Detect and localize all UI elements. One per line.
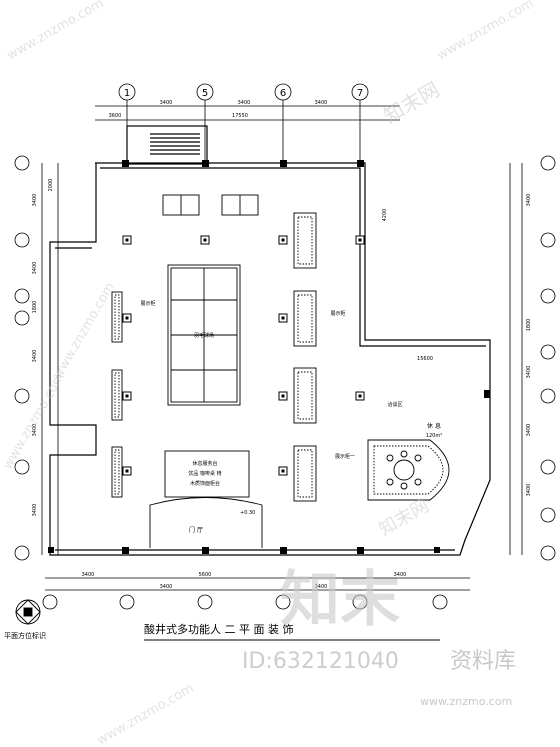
- dim-top-1: 3600: [109, 113, 122, 119]
- counter-note-2: 木质饰面柜台: [190, 480, 220, 487]
- dim-right-2: 4200: [382, 209, 388, 222]
- dim-bottom-3: 5600: [199, 572, 212, 578]
- display-racks: [111, 194, 317, 502]
- stand-label-bottom: 展示柜一: [335, 453, 355, 460]
- dim-top-5: 3400: [315, 100, 328, 106]
- dim-top-4: 3400: [238, 100, 251, 106]
- lounge-label: 休 息: [427, 422, 441, 430]
- outer-walls: [49, 125, 491, 556]
- watermark-brand: 知末: [280, 565, 400, 635]
- area-label: 洽谈区: [387, 401, 402, 408]
- dim-left-3: 3400: [32, 262, 38, 275]
- watermark-url: www.znzmo.com: [420, 695, 512, 708]
- stage-level: +0.30: [240, 510, 255, 516]
- dim-left-2: 2000: [48, 179, 54, 192]
- grid-label-top-1: 1: [124, 88, 130, 99]
- dim-top-3: 3400: [160, 100, 173, 106]
- legend-label: 平面方位标识: [4, 631, 46, 640]
- grid-label-top-3: 6: [280, 88, 286, 99]
- dim-left-4: 1800: [32, 301, 38, 314]
- dim-top-2: 17550: [232, 113, 248, 119]
- dim-right-6: 3400: [526, 484, 532, 497]
- court-label: 羽毛球场: [194, 332, 214, 339]
- counter-title: 休息服务台: [192, 460, 217, 467]
- structural-columns: [48, 160, 490, 554]
- watermark-url-diag-2: www.znzmo.com: [435, 0, 537, 63]
- grid-axes-top: [95, 83, 400, 160]
- entry-label: 门 厅: [189, 526, 203, 534]
- dim-bottom-1: 3400: [82, 572, 95, 578]
- dim-15600: 15600: [417, 356, 433, 362]
- watermark-corner-2: 知末网: [375, 495, 432, 540]
- watermark-url-diag-5: www.znzmo.com: [95, 681, 197, 747]
- lounge-table: [367, 439, 450, 501]
- dim-right-3: 1800: [526, 319, 532, 332]
- counter-note-1: 饮品 咖啡桌 椅: [188, 470, 221, 477]
- interior-columns: [122, 235, 365, 476]
- service-counter: [149, 450, 263, 548]
- column-cores: [125, 238, 362, 473]
- dim-bottom-2: 3400: [160, 584, 173, 590]
- dim-right-5: 3400: [526, 424, 532, 437]
- dim-right-1: 3400: [526, 194, 532, 207]
- watermark-library: 资料库: [450, 649, 516, 674]
- grid-label-top-4: 7: [357, 88, 363, 99]
- dim-left-1: 3400: [32, 194, 38, 207]
- orientation-symbol: [15, 599, 41, 625]
- watermark-url-diag-4: www.znzmo.com: [50, 280, 117, 382]
- stand-label-right: 展示柜: [330, 310, 345, 317]
- dim-left-5: 3400: [32, 350, 38, 363]
- dim-bottom-4: 3400: [315, 584, 328, 590]
- drawing-title: 酸井式多功能人 二 平 面 装 饰: [144, 622, 293, 636]
- watermark-url-diag-1: www.znzmo.com: [5, 0, 107, 63]
- dim-left-6: 3400: [32, 424, 38, 437]
- stand-label-top: 展示柜: [140, 300, 155, 307]
- watermark-corner: 知末网: [380, 77, 444, 128]
- grid-axes-sides: [14, 155, 556, 561]
- grid-label-top-2: 5: [202, 88, 208, 99]
- watermark-id: ID:632121040: [242, 649, 399, 674]
- grid-axes-bottom: [42, 577, 470, 610]
- dim-bottom-5: 3400: [394, 572, 407, 578]
- lounge-area: 120m²: [426, 433, 442, 439]
- dim-left-7: 3400: [32, 504, 38, 517]
- badminton-court: [167, 264, 241, 406]
- dim-right-4: 3400: [526, 366, 532, 379]
